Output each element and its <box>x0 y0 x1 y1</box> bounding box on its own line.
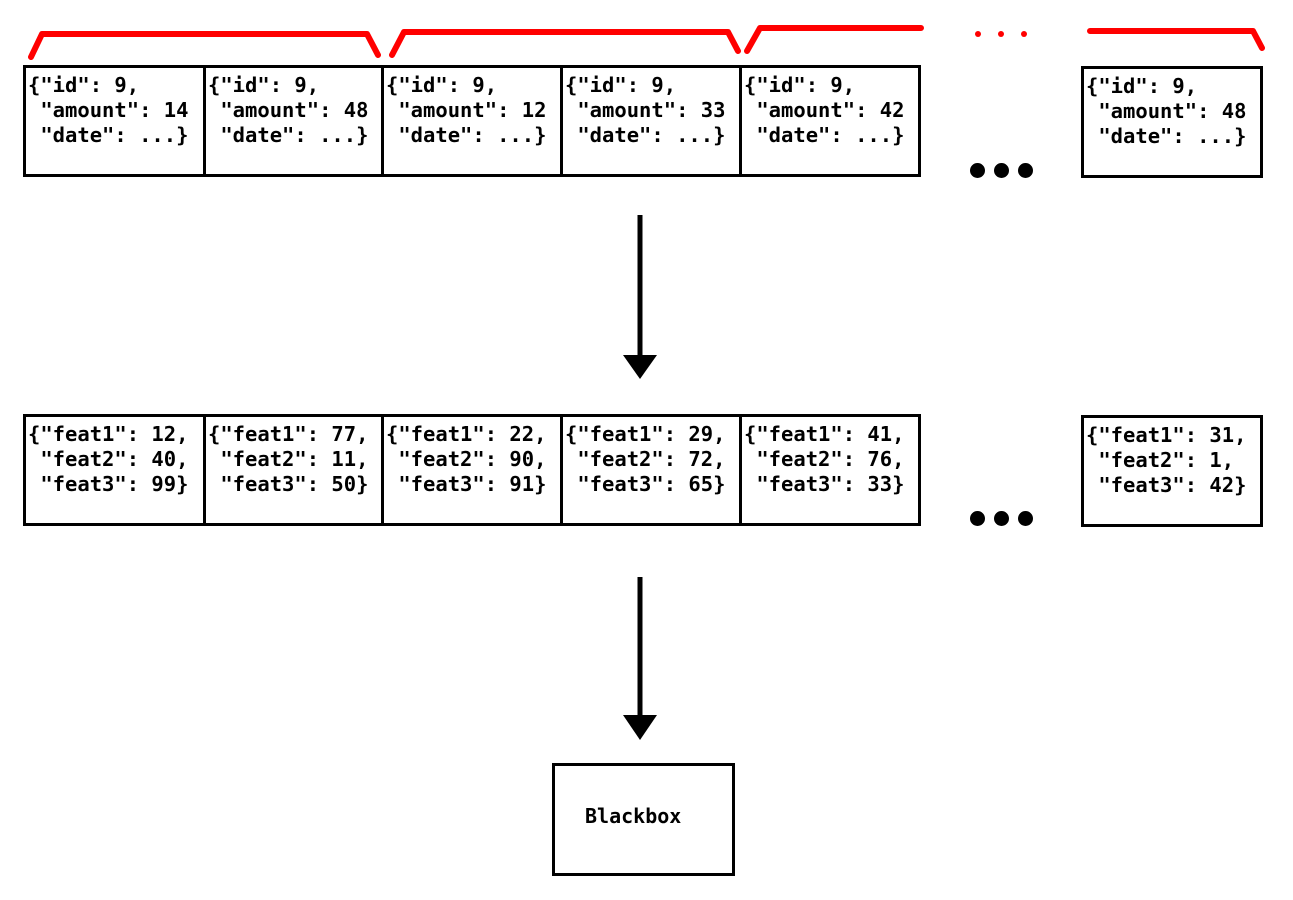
arrow-features-to-blackbox <box>623 577 657 740</box>
record-cell-line: {"id": 9, <box>28 73 140 97</box>
record-cell-line: "amount": 48 <box>208 98 369 122</box>
record-cell-text: {"id": 9, "amount": 48 "date": ...} <box>1086 74 1246 149</box>
record-cell: {"id": 9, "amount": 42 "date": ...} <box>739 65 921 177</box>
ellipsis-dot <box>994 511 1009 526</box>
record-cell-text: {"id": 9, "amount": 42 "date": ...} <box>744 73 904 148</box>
record-cell-line: "date": ...} <box>28 123 189 147</box>
feature-cell-text: {"feat1": 29, "feat2": 72, "feat3": 65} <box>565 422 725 497</box>
red-dot <box>975 31 981 37</box>
feature-cell-line: "feat2": 1, <box>1086 448 1235 472</box>
feature-cell-line: "feat2": 11, <box>208 447 369 471</box>
feature-cell: {"feat1": 31, "feat2": 1, "feat3": 42} <box>1081 415 1263 527</box>
record-cell-line: "date": ...} <box>744 123 905 147</box>
record-cell: {"id": 9, "amount": 33 "date": ...} <box>560 65 739 177</box>
record-cell-line: "date": ...} <box>565 123 726 147</box>
ellipsis-dot <box>1018 511 1033 526</box>
record-cell-line: "amount": 42 <box>744 98 905 122</box>
ellipsis-dot <box>994 163 1009 178</box>
records-ellipsis <box>970 163 1033 178</box>
blackbox-label: Blackbox <box>585 804 682 828</box>
record-cell: {"id": 9, "amount": 12 "date": ...} <box>381 65 560 177</box>
record-cell: {"id": 9, "amount": 48 "date": ...} <box>1081 66 1263 178</box>
record-cell-line: "amount": 48 <box>1086 99 1247 123</box>
feature-cell-line: {"feat1": 41, <box>744 422 905 446</box>
record-cell-line: {"id": 9, <box>744 73 856 97</box>
record-cell-text: {"id": 9, "amount": 12 "date": ...} <box>386 73 546 148</box>
feature-cell: {"feat1": 41, "feat2": 76, "feat3": 33} <box>739 414 921 526</box>
feature-cell-line: "feat3": 33} <box>744 472 905 496</box>
record-cell: {"id": 9, "amount": 14 "date": ...} <box>23 65 203 177</box>
feature-cell-text: {"feat1": 77, "feat2": 11, "feat3": 50} <box>208 422 368 497</box>
window-bracket-3 <box>744 25 924 54</box>
feature-cell-line: "feat2": 76, <box>744 447 905 471</box>
feature-cell-line: "feat3": 50} <box>208 472 369 496</box>
record-cell-text: {"id": 9, "amount": 48 "date": ...} <box>208 73 368 148</box>
record-cell-line: {"id": 9, <box>1086 74 1198 98</box>
features-ellipsis <box>970 511 1033 526</box>
feature-cell: {"feat1": 77, "feat2": 11, "feat3": 50} <box>203 414 381 526</box>
feature-cell-line: "feat2": 72, <box>565 447 726 471</box>
record-cell: {"id": 9, "amount": 48 "date": ...} <box>203 65 381 177</box>
feature-cell-line: "feat2": 90, <box>386 447 547 471</box>
ellipsis-dot <box>970 511 985 526</box>
feature-cell-line: {"feat1": 29, <box>565 422 726 446</box>
record-cell-line: {"id": 9, <box>386 73 498 97</box>
record-cell-line: "amount": 14 <box>28 98 189 122</box>
feature-cell-line: {"feat1": 77, <box>208 422 369 446</box>
red-dot <box>998 31 1004 37</box>
feature-cell-line: "feat3": 91} <box>386 472 547 496</box>
feature-cell-line: "feat3": 99} <box>28 472 189 496</box>
feature-cell-line: {"feat1": 12, <box>28 422 189 446</box>
feature-cell: {"feat1": 22, "feat2": 90, "feat3": 91} <box>381 414 560 526</box>
feature-cell-text: {"feat1": 31, "feat2": 1, "feat3": 42} <box>1086 423 1246 498</box>
record-cell-line: "date": ...} <box>1086 124 1247 148</box>
window-bracket-last <box>1087 28 1265 51</box>
record-cell-line: {"id": 9, <box>565 73 677 97</box>
record-cell-text: {"id": 9, "amount": 14 "date": ...} <box>28 73 188 148</box>
record-cell-line: "amount": 12 <box>386 98 547 122</box>
record-cell-line: "amount": 33 <box>565 98 726 122</box>
record-cell-text: {"id": 9, "amount": 33 "date": ...} <box>565 73 725 148</box>
arrow-records-to-features <box>623 215 657 379</box>
feature-cell-text: {"feat1": 12, "feat2": 40, "feat3": 99} <box>28 422 188 497</box>
feature-cell-line: "feat3": 42} <box>1086 473 1247 497</box>
record-cell-line: {"id": 9, <box>208 73 320 97</box>
feature-cell-line: {"feat1": 31, <box>1086 423 1247 447</box>
feature-cell: {"feat1": 12, "feat2": 40, "feat3": 99} <box>23 414 203 526</box>
record-cell-line: "date": ...} <box>386 123 547 147</box>
window-bracket-2 <box>389 29 741 58</box>
ellipsis-dot <box>970 163 985 178</box>
feature-cell-text: {"feat1": 22, "feat2": 90, "feat3": 91} <box>386 422 546 497</box>
record-cell-line: "date": ...} <box>208 123 369 147</box>
ellipsis-dot <box>1018 163 1033 178</box>
feature-cell: {"feat1": 29, "feat2": 72, "feat3": 65} <box>560 414 739 526</box>
feature-cell-line: {"feat1": 22, <box>386 422 547 446</box>
blackbox-box: Blackbox <box>552 763 735 876</box>
window-bracket-1 <box>28 31 381 60</box>
red-ellipsis <box>975 31 1027 37</box>
feature-cell-line: "feat3": 65} <box>565 472 726 496</box>
feature-cell-line: "feat2": 40, <box>28 447 189 471</box>
red-dot <box>1021 31 1027 37</box>
feature-cell-text: {"feat1": 41, "feat2": 76, "feat3": 33} <box>744 422 904 497</box>
